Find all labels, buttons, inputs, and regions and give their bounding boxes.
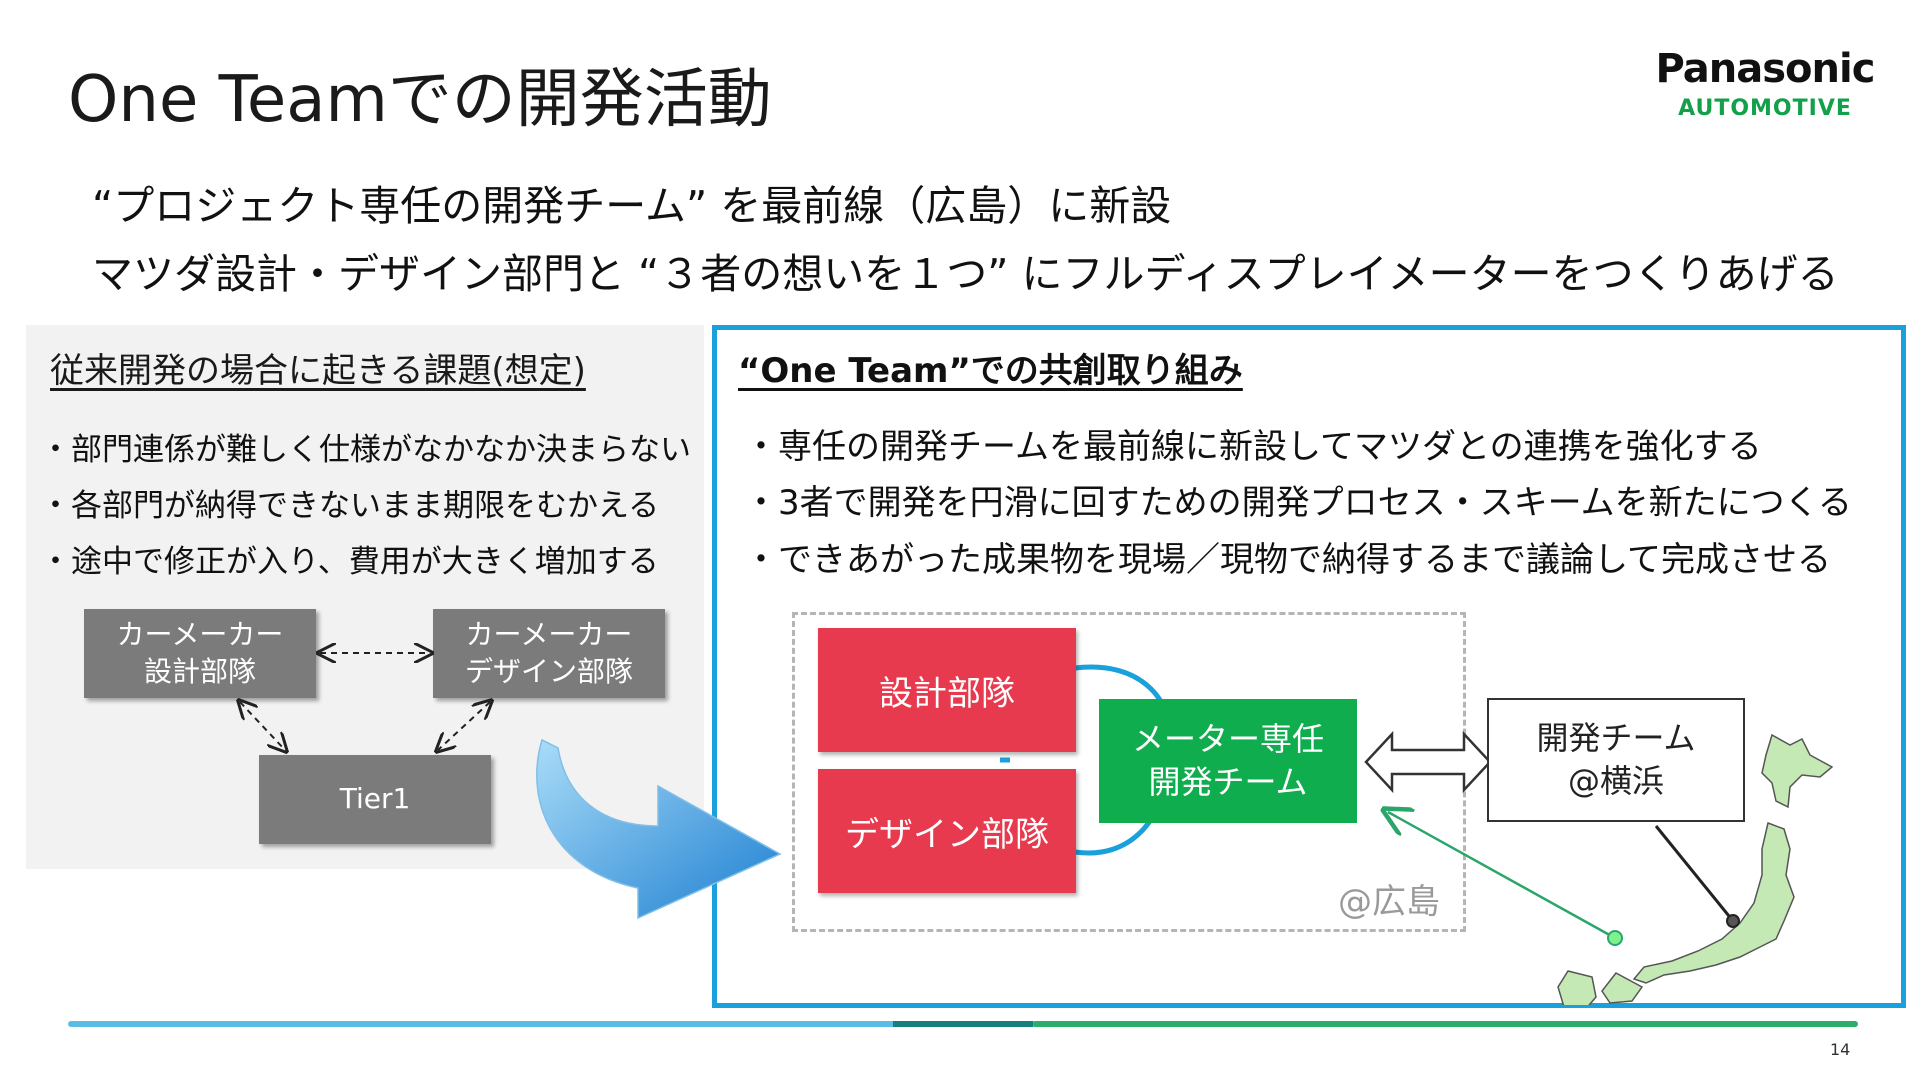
lead-line-2: マツダ設計・デザイン部門と “３者の想いを１つ” にフルディスプレイメーターをつ… — [92, 250, 1839, 298]
yokohama-line2: @横浜 — [1567, 762, 1664, 800]
one-team-heading: “One Team”での共創取り組み — [738, 351, 1243, 391]
meter-team-line1: メーター専任 — [1131, 719, 1324, 758]
dashed-arrow-styling-tier1 — [438, 702, 490, 750]
brand-logo: Panasonic — [1655, 46, 1876, 92]
japan-map-icon — [1557, 733, 1834, 1005]
design-team-label: 設計部隊 — [879, 673, 1015, 714]
yokohama-pointer — [1654, 825, 1735, 922]
left-panel-heading: 従来開発の場合に起きる課題(想定) — [50, 351, 586, 391]
meter-dedicated-team-box: メーター専任開発チーム — [1099, 699, 1357, 823]
hiroshima-marker — [1607, 930, 1623, 946]
carmaker-styling-line2: デザイン部隊 — [464, 654, 633, 688]
carmaker-styling-line1: カーメーカー — [465, 618, 633, 652]
yokohama-line1: 開発チーム — [1536, 718, 1696, 757]
transition-arrow-icon — [536, 738, 782, 920]
carmaker-design-line2: 設計部隊 — [143, 654, 256, 688]
brand-logo-subtitle: AUTOMOTIVE — [1678, 96, 1852, 121]
hiroshima-pointer — [1388, 812, 1616, 940]
carmaker-styling-box: カーメーカーデザイン部隊 — [433, 609, 665, 698]
left-bullet-3: ・途中で修正が入り、費用が大きく増加する — [40, 544, 659, 580]
right-bullet-2: ・3者で開発を円滑に回すための開発プロセス・スキームを新たにつくる — [744, 483, 1852, 523]
right-bullet-3: ・できあがった成果物を現場／現物で納得するまで議論して完成させる — [744, 540, 1831, 580]
styling-team-box: デザイン部隊 — [818, 769, 1076, 893]
left-bullet-2: ・各部門が納得できないまま期限をむかえる — [40, 488, 660, 524]
left-relations-svg — [0, 0, 720, 880]
footer-bar-blue — [68, 1021, 1038, 1027]
left-bullet-1: ・部門連係が難しく仕様がなかなか決まらない — [40, 432, 691, 468]
tier1-box: Tier1 — [259, 755, 491, 844]
yokohama-team-box: 開発チーム @横浜 — [1487, 698, 1745, 822]
footer-bar-teal — [893, 1021, 1033, 1027]
yokohama-marker — [1726, 914, 1740, 928]
carmaker-design-line1: カーメーカー — [116, 618, 284, 652]
slide-title: One Teamでの開発活動 — [68, 63, 772, 137]
carmaker-design-box: カーメーカー設計部隊 — [84, 609, 316, 698]
styling-team-label: デザイン部隊 — [845, 814, 1049, 855]
right-bullet-1: ・専任の開発チームを最前線に新設してマツダとの連携を強化する — [744, 427, 1762, 467]
footer-bar-green — [1033, 1021, 1858, 1027]
page-number: 14 — [1830, 1040, 1851, 1059]
lead-line-1: “プロジェクト専任の開発チーム” を最前線（広島）に新設 — [92, 182, 1172, 230]
meter-team-line2: 開発チーム — [1148, 763, 1308, 801]
design-team-box: 設計部隊 — [818, 628, 1076, 752]
hiroshima-label: @広島 — [1338, 882, 1440, 922]
tier1-label: Tier1 — [339, 782, 411, 816]
